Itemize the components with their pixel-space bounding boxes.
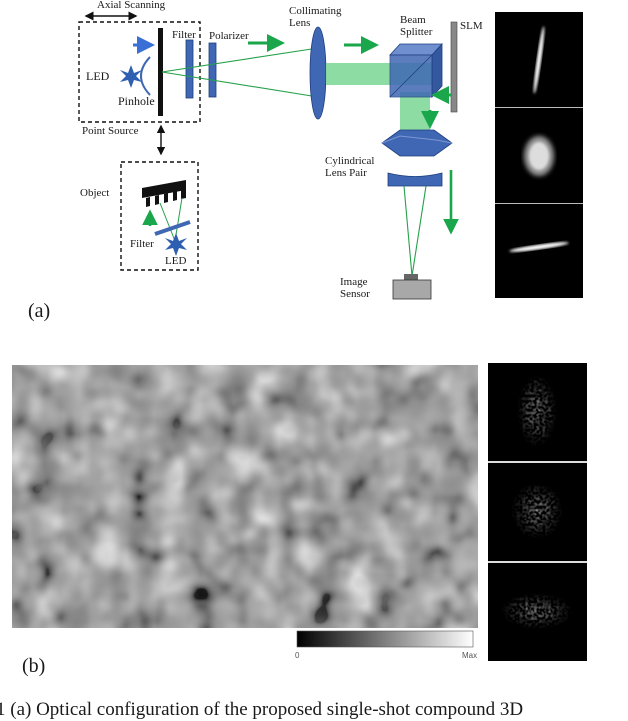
- led-bottom-label: LED: [165, 255, 187, 267]
- optical-setup-diagram: [78, 11, 583, 300]
- pinhole-label: Pinhole: [118, 94, 155, 108]
- psf-panels-a: [495, 12, 583, 298]
- point-source-box: [78, 21, 201, 123]
- polarizer-label: Polarizer: [209, 30, 249, 42]
- led-bottom-star-icon: [165, 233, 187, 256]
- sublabel-a: (a): [28, 300, 51, 322]
- filter-top-label: Filter: [172, 29, 196, 41]
- speckle-figure: [12, 363, 587, 661]
- filter-bottom-label: Filter: [130, 238, 154, 250]
- object-label: Object: [80, 187, 110, 199]
- pinhole-bar: [158, 28, 163, 116]
- psf-panels-b: [488, 363, 587, 661]
- image-sensor-label: Image Sensor: [340, 276, 370, 300]
- colorbar-max-label: Max: [462, 651, 478, 660]
- object-sample: [142, 180, 186, 207]
- figure-caption: 1 (a) Optical configuration of the propo…: [0, 699, 524, 720]
- filter-bottom-plate: [154, 220, 191, 236]
- slm-panel: [450, 21, 458, 113]
- filter-plate: [185, 39, 194, 99]
- object-box: [120, 161, 199, 271]
- collimating-lens: [309, 26, 327, 120]
- colorbar-min-label: 0: [295, 651, 300, 660]
- sublabel-b: (b): [22, 655, 46, 677]
- cylindrical-lens-label: Cylindrical Lens Pair: [325, 155, 375, 179]
- beam-splitter-cube: [389, 42, 443, 99]
- collimating-lens-label: Collimating Lens: [289, 5, 342, 29]
- point-source-label: Point Source: [82, 125, 139, 137]
- led-star-icon: [120, 65, 142, 88]
- beam-splitter-label: Beam Splitter: [400, 14, 433, 38]
- axial-scanning-label: Axial Scanning: [97, 0, 166, 11]
- cylindrical-lens-pair: [381, 129, 453, 187]
- led-top-label: LED: [86, 69, 110, 83]
- slm-label: SLM: [460, 20, 483, 32]
- colorbar: [296, 630, 474, 648]
- polarizer-plate: [208, 42, 217, 98]
- image-sensor: [392, 274, 432, 300]
